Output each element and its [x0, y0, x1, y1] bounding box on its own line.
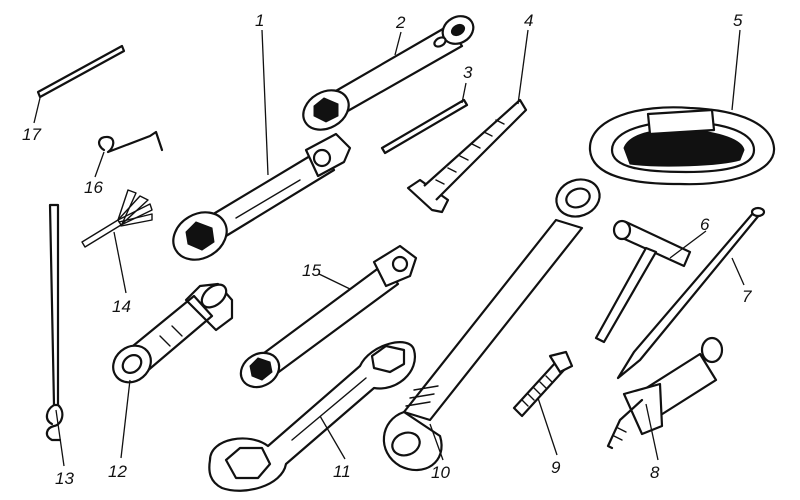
- label-10: 10: [431, 463, 450, 482]
- label-15: 15: [302, 261, 321, 280]
- tool-11-flat-spanner: [208, 341, 417, 492]
- label-11: 11: [333, 462, 351, 481]
- label-4: 4: [524, 11, 533, 30]
- tool-5-oval-ring: [588, 106, 776, 186]
- tool-13-hook-rod: [45, 203, 64, 442]
- label-5: 5: [733, 11, 743, 30]
- callout-labels: 1 2 3 4 5 6 7 8 9 10 11 12 13 14 15 16 1…: [22, 11, 752, 488]
- label-17: 17: [22, 125, 41, 144]
- label-12: 12: [108, 462, 127, 481]
- tool-14-feeler-gauge: [81, 189, 153, 248]
- tool-12-spark-plug-wrench: [112, 282, 234, 384]
- label-6: 6: [700, 215, 710, 234]
- tool-15-socket-wrench: [239, 244, 418, 389]
- label-8: 8: [650, 463, 660, 482]
- tool-16-spring-clip: [98, 130, 164, 154]
- label-16: 16: [84, 178, 103, 197]
- label-2: 2: [395, 13, 406, 32]
- leader-lines: [33, 29, 745, 467]
- label-3: 3: [463, 63, 473, 82]
- tool-9-bolt: [512, 350, 574, 418]
- label-1: 1: [255, 11, 264, 30]
- tool-1-box-wrench: [172, 132, 352, 261]
- label-13: 13: [55, 469, 74, 488]
- tool-8-valve-tool: [606, 336, 724, 450]
- label-9: 9: [551, 458, 561, 477]
- tool-17-rod: [36, 44, 126, 99]
- tool-7-spike: [616, 206, 766, 380]
- tool-2-tube-wrench: [302, 15, 475, 131]
- tool-10-ring-spanner: [382, 178, 601, 472]
- tool-3-pin: [380, 98, 469, 155]
- tool-4-hex-key: [406, 98, 528, 214]
- tool-6-t-handle: [594, 219, 692, 344]
- label-7: 7: [742, 287, 752, 306]
- label-14: 14: [112, 297, 131, 316]
